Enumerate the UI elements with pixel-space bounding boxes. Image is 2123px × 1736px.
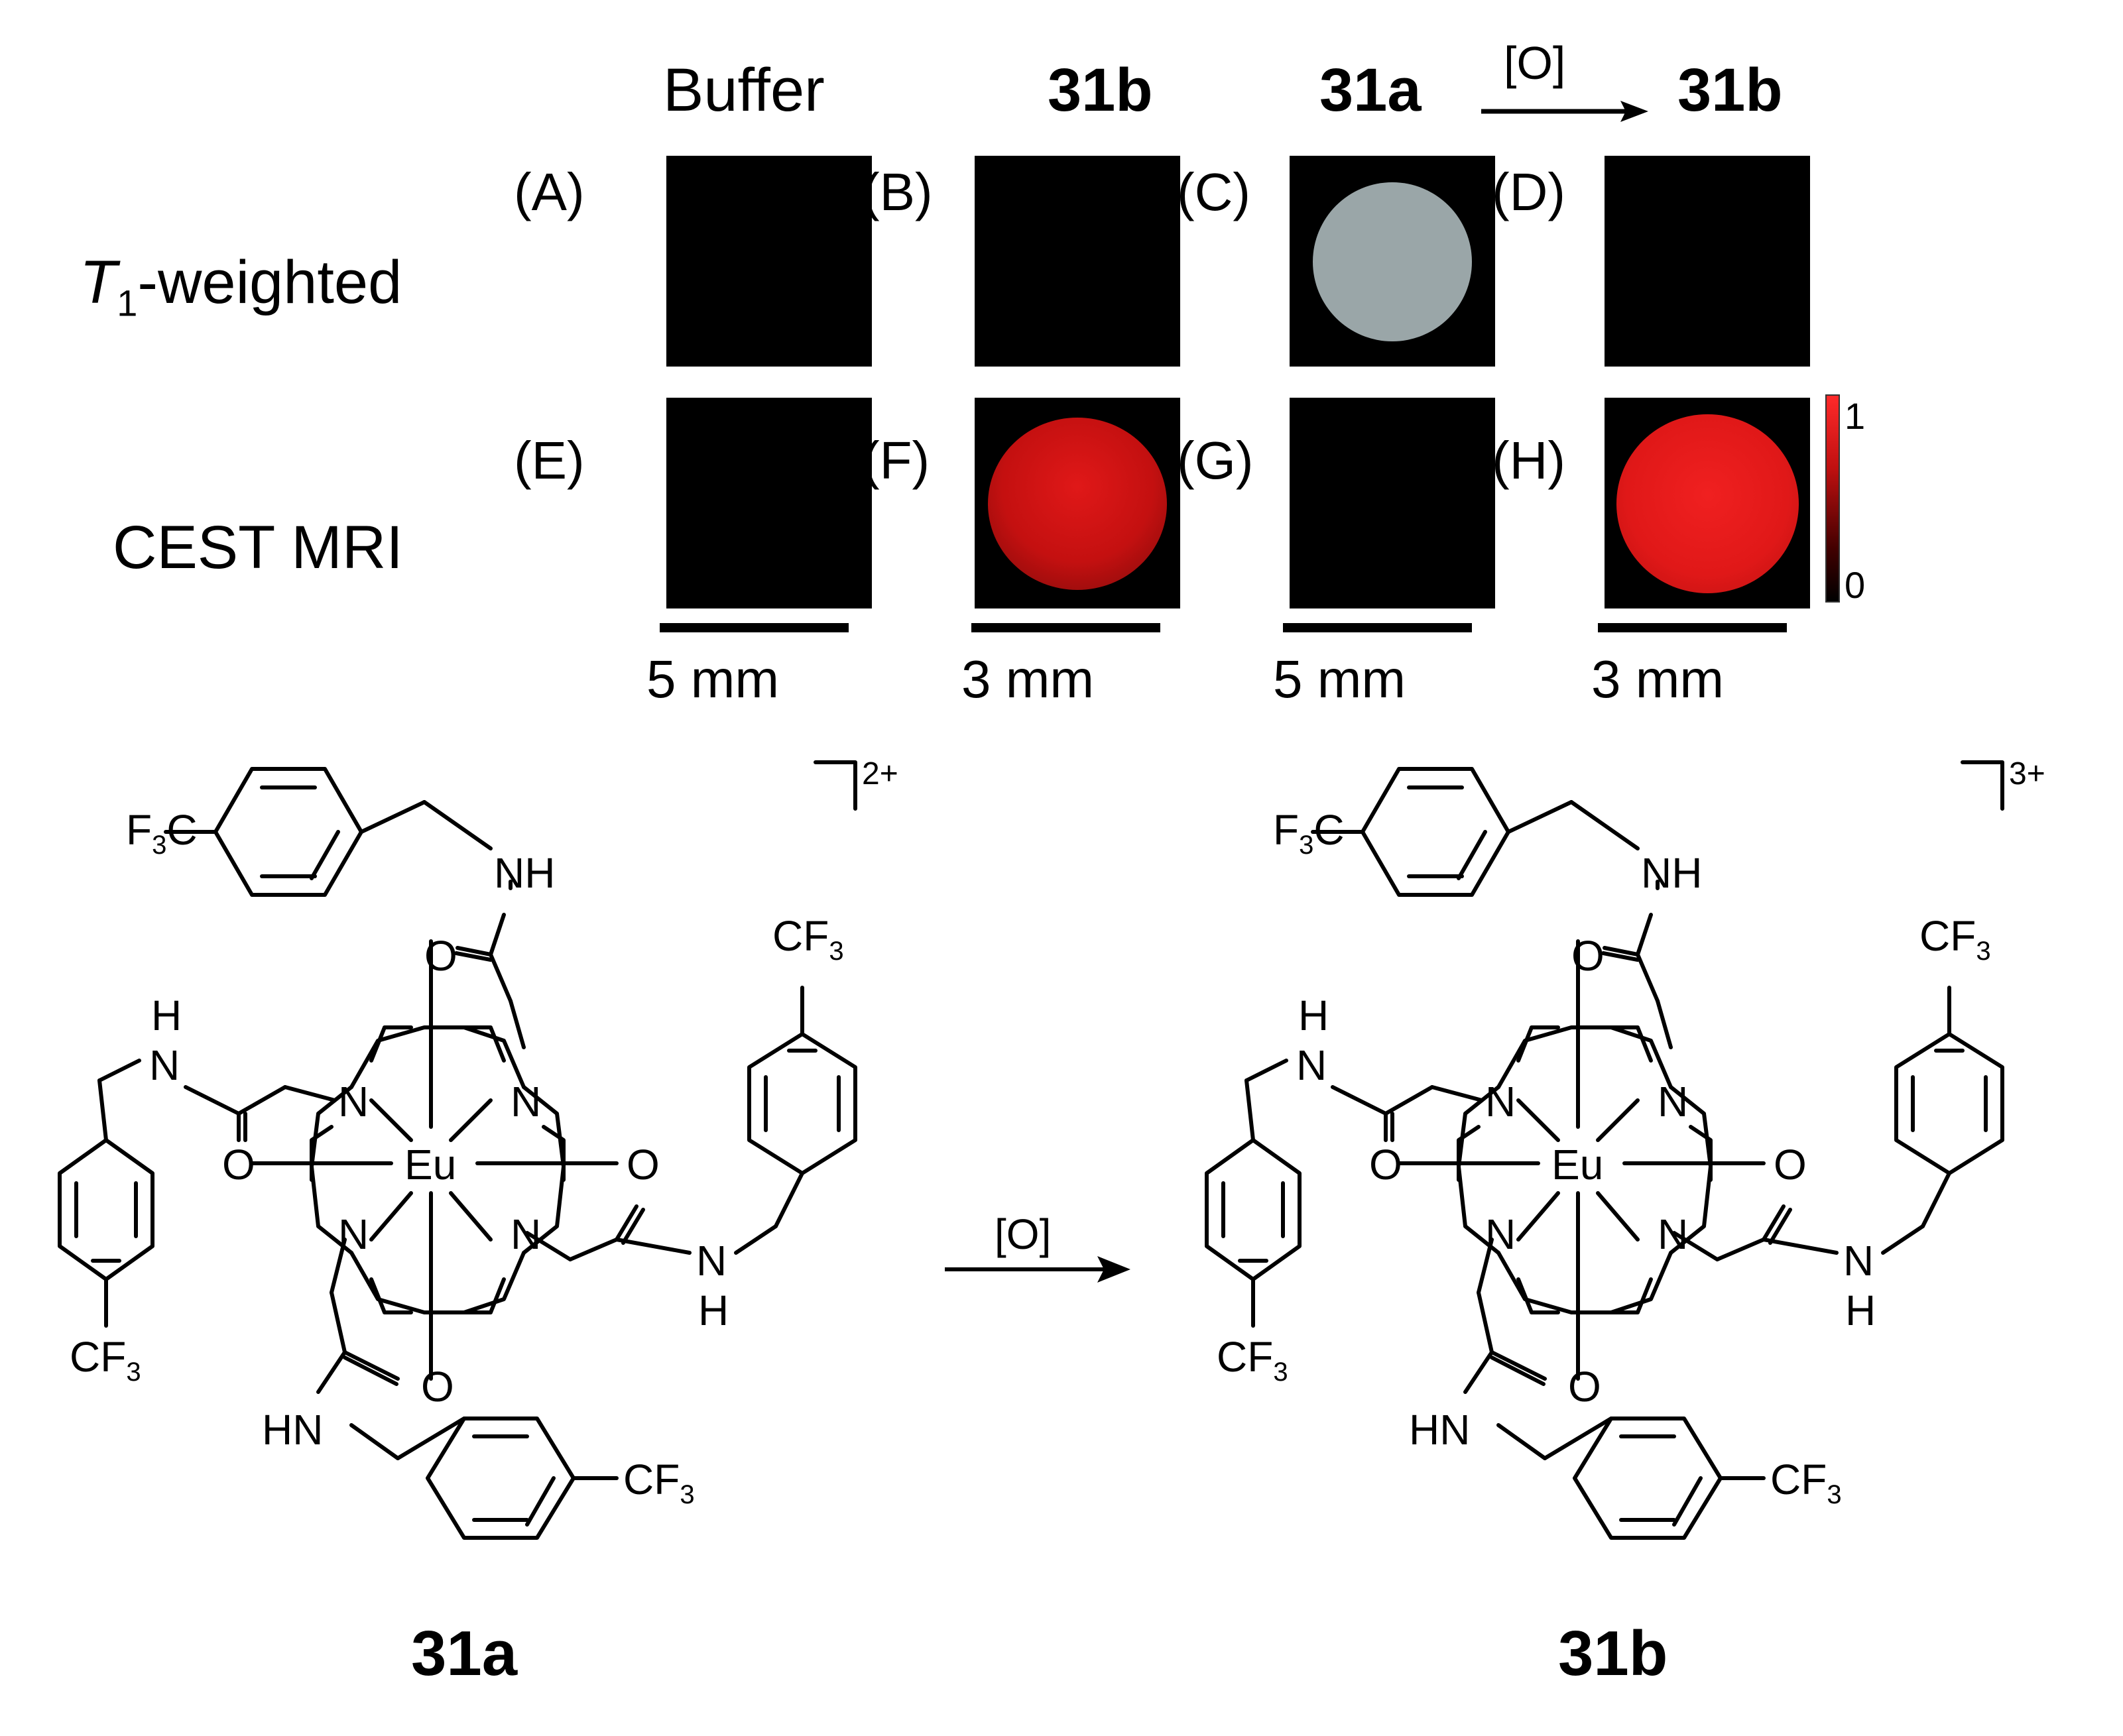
atom-label-h: H [151, 992, 182, 1039]
atom-label-eu: Eu [404, 1141, 457, 1188]
atom-label-n: N [511, 1078, 542, 1126]
atom-label-cf3: CF3 [1770, 1456, 1842, 1509]
reaction-arrow [945, 1256, 1130, 1283]
t1-bright-circle [1313, 182, 1472, 341]
colorbar-max-label: 1 [1845, 395, 1866, 437]
reaction-scheme [0, 716, 2123, 1736]
atom-label-n-left-amide: N [149, 1041, 180, 1089]
column-header-buffer: Buffer [663, 56, 825, 124]
panel-label-c: (C) [1177, 162, 1251, 221]
atom-label-o: O [1571, 932, 1605, 980]
row-label-t1-weighted: T1-weighted [80, 252, 402, 321]
panel-label-a: (A) [514, 162, 585, 221]
mri-panel-c-31a-t1 [1290, 156, 1495, 367]
atom-label-o-bottom: O [421, 1363, 454, 1411]
panel-label-d: (D) [1492, 162, 1566, 221]
panel-label-b: (B) [862, 162, 933, 221]
t1-subscript: 1 [117, 282, 138, 324]
atom-label-hn: HN [1409, 1406, 1471, 1454]
panel-label-e: (E) [514, 431, 585, 490]
scale-bar-label: 5 mm [1273, 650, 1406, 709]
mri-panel-b-31b-t1 [975, 156, 1180, 367]
scale-bar-c [1283, 623, 1472, 632]
atom-label-n: N [338, 1210, 369, 1258]
atom-label-nh: NH [1641, 849, 1703, 897]
mri-panel-d-31b-t1 [1605, 156, 1810, 367]
atom-label-n: N [511, 1210, 542, 1258]
atom-label-cf3: CF3 [772, 912, 844, 966]
t1-symbol: T [80, 249, 117, 316]
mri-panel-h-31b-cest [1605, 398, 1810, 608]
colorbar-min-label: 0 [1845, 564, 1866, 606]
column-header-31b: 31b [1048, 56, 1153, 124]
atom-label-cf3: CF3 [70, 1333, 141, 1387]
row-label-cest-mri: CEST MRI [113, 514, 403, 581]
atom-label-nh: NH [494, 849, 556, 897]
atom-label-o: O [424, 932, 457, 980]
panel-label-g: (G) [1177, 431, 1254, 490]
cest-signal-circle [988, 418, 1167, 590]
atom-label-f3c: F3C [1273, 806, 1345, 860]
scale-bar-label: 3 mm [961, 650, 1094, 709]
atom-label-f3c: F3C [126, 806, 198, 860]
atom-label-h: H [1298, 992, 1329, 1039]
atom-label-n: N [1485, 1078, 1516, 1126]
molecule-31b [1207, 762, 2002, 1538]
atom-label-cf3: CF3 [623, 1456, 695, 1509]
cest-signal-circle [1616, 414, 1799, 593]
panel-label-h: (H) [1492, 431, 1566, 490]
mri-panel-e-buffer-cest [666, 398, 872, 608]
panel-label-f: (F) [862, 431, 930, 490]
charge-label: 2+ [862, 756, 898, 791]
oxidation-arrow [1481, 101, 1648, 122]
mri-panel-a-buffer-t1 [666, 156, 872, 367]
compound-label-31b: 31b [1558, 1618, 1668, 1689]
scale-bar-label: 5 mm [646, 650, 779, 709]
reaction-arrow-label: [O] [995, 1210, 1052, 1258]
atom-label-n: N [1485, 1210, 1516, 1258]
molecule-31a [60, 762, 855, 1538]
scale-bar-d [1598, 623, 1787, 632]
atom-label-o-right: O [1774, 1141, 1807, 1188]
atom-label-o-left: O [1369, 1141, 1402, 1188]
atom-label-n-left-amide: N [1296, 1041, 1327, 1089]
atom-label-n: N [1658, 1078, 1689, 1126]
scale-bar-label: 3 mm [1591, 650, 1724, 709]
atom-label-o-left: O [222, 1141, 255, 1188]
atom-label-eu: Eu [1551, 1141, 1604, 1188]
scale-bar-b [971, 623, 1160, 632]
atom-label-n-right-amide: N [696, 1237, 727, 1285]
compound-label-31a: 31a [411, 1618, 518, 1689]
atom-label-h: H [1845, 1287, 1876, 1334]
atom-label-h: H [698, 1287, 729, 1334]
atom-label-hn: HN [262, 1406, 324, 1454]
charge-label: 3+ [2009, 756, 2045, 791]
column-header-31b-oxidized: 31b [1677, 56, 1783, 124]
atom-label-n: N [338, 1078, 369, 1126]
atom-label-cf3: CF3 [1919, 912, 1991, 966]
oxidation-arrow-label: [O] [1504, 37, 1566, 89]
atom-label-o-right: O [627, 1141, 660, 1188]
mri-panel-g-31a-cest [1290, 398, 1495, 608]
colorbar [1825, 394, 1840, 603]
atom-label-n-right-amide: N [1843, 1237, 1874, 1285]
column-header-31a: 31a [1319, 56, 1422, 124]
mri-panel-f-31b-cest [975, 398, 1180, 608]
atom-label-n: N [1658, 1210, 1689, 1258]
t1-suffix: -weighted [137, 249, 402, 316]
atom-label-cf3: CF3 [1217, 1333, 1288, 1387]
scale-bar-a [660, 623, 849, 632]
atom-label-o-bottom: O [1568, 1363, 1601, 1411]
